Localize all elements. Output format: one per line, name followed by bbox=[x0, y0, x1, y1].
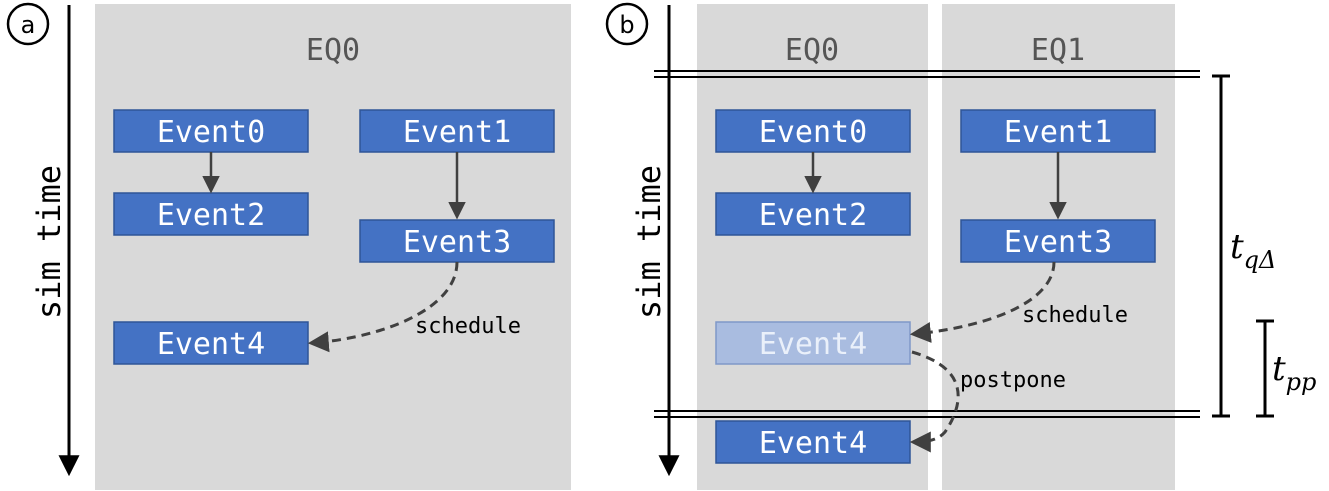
event-box-b-event0: Event0 bbox=[715, 109, 911, 153]
event-box-b-event3: Event3 bbox=[960, 219, 1156, 263]
queue-column-eq0-b bbox=[697, 4, 928, 490]
event-box-b-event1: Event1 bbox=[960, 109, 1156, 153]
schedule-label-b: schedule bbox=[1022, 303, 1128, 328]
event-box-b-event4-postponed: Event4 bbox=[715, 420, 911, 464]
panel-b-label: b bbox=[619, 11, 634, 39]
panel-b-badge: b bbox=[605, 2, 649, 46]
event-box-a-event4: Event4 bbox=[113, 321, 309, 365]
event-label: Event2 bbox=[759, 198, 867, 233]
t-q-delta-bracket bbox=[1212, 74, 1230, 418]
queue-title-eq1-b: EQ1 bbox=[1031, 33, 1085, 68]
panel-a-label: a bbox=[21, 11, 36, 39]
event-label: Event4 bbox=[759, 327, 867, 362]
event-label: Event0 bbox=[157, 115, 265, 150]
window-end-boundary bbox=[654, 410, 1200, 418]
event-box-a-event0: Event0 bbox=[113, 109, 309, 153]
event-label: Event3 bbox=[1004, 225, 1112, 260]
event-box-a-event2: Event2 bbox=[113, 192, 309, 236]
event-label: Event0 bbox=[759, 115, 867, 150]
postpone-arrow-b bbox=[909, 350, 960, 453]
t-q-delta-label: tqΔ bbox=[1230, 227, 1276, 274]
schedule-arrow-a bbox=[307, 261, 459, 353]
t-pp-bracket bbox=[1256, 319, 1274, 418]
event-label: Event4 bbox=[157, 327, 265, 362]
schedule-label-a: schedule bbox=[415, 314, 521, 339]
panel-a: a sim time EQ0 Event0 Event1 Event2 Even… bbox=[6, 2, 571, 490]
panel-b: b EQ0 EQ1 sim time Event0 Event1 bbox=[605, 2, 1316, 490]
window-start-boundary bbox=[654, 70, 1200, 78]
event-box-a-event1: Event1 bbox=[359, 109, 555, 153]
event-box-b-event2: Event2 bbox=[715, 192, 911, 236]
event-label: Event3 bbox=[403, 225, 511, 260]
sim-time-label-b: sim time bbox=[630, 165, 668, 319]
event-label: Event1 bbox=[403, 115, 511, 150]
queue-title-eq0-b: EQ0 bbox=[785, 33, 839, 68]
sim-time-label-a: sim time bbox=[30, 165, 68, 319]
panel-a-badge: a bbox=[6, 2, 50, 46]
queue-title-eq0-a: EQ0 bbox=[306, 33, 360, 68]
event-label: Event2 bbox=[157, 198, 265, 233]
t-pp-label: tpp bbox=[1272, 349, 1316, 396]
event-label: Event4 bbox=[759, 426, 867, 461]
postpone-label-b: postpone bbox=[960, 368, 1066, 393]
event-box-a-event3: Event3 bbox=[359, 219, 555, 263]
event-box-b-event4-ghost: Event4 bbox=[715, 321, 911, 365]
event-label: Event1 bbox=[1004, 115, 1112, 150]
